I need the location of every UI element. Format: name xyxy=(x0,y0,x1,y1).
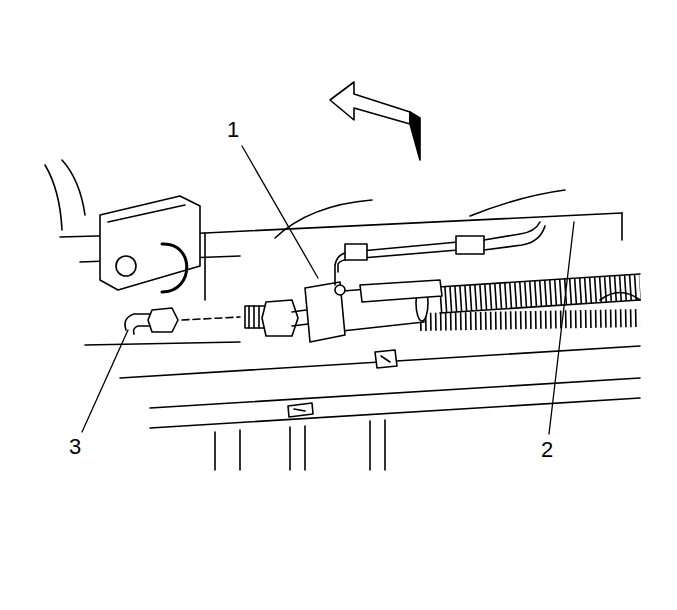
line-nut xyxy=(456,236,484,254)
inlet-fitting xyxy=(292,310,308,326)
body-edge xyxy=(62,160,85,215)
corrugated-hose xyxy=(438,274,640,313)
frame-rail xyxy=(85,342,240,345)
fuel-line xyxy=(125,314,150,334)
tank-edge xyxy=(470,190,565,216)
fuel-line xyxy=(335,242,458,285)
callout-number: 2 xyxy=(539,438,555,462)
direction-arrow xyxy=(330,82,410,124)
frame-rail xyxy=(150,398,640,428)
clip xyxy=(375,350,397,368)
callout-number: 3 xyxy=(67,435,83,459)
frame-rail xyxy=(120,346,640,378)
leader-line xyxy=(549,222,574,434)
callout-number: 1 xyxy=(225,118,241,142)
filter-fitting xyxy=(360,280,442,302)
thread xyxy=(249,306,259,328)
clip xyxy=(288,403,313,417)
bolt-head xyxy=(116,256,136,276)
leader-line xyxy=(242,146,318,278)
line-nut xyxy=(148,308,178,332)
hex-nut xyxy=(262,300,298,336)
crossmember xyxy=(215,420,385,470)
frame-rail xyxy=(621,213,623,240)
frame-rail xyxy=(150,378,640,408)
tank-edge xyxy=(275,200,372,238)
arrow-shadow xyxy=(410,112,420,160)
body-edge xyxy=(45,165,62,230)
fuel-line xyxy=(484,222,545,250)
filter-block xyxy=(305,282,345,342)
corrugated-hose xyxy=(440,287,640,300)
fitting-bolt xyxy=(335,285,345,295)
line-nut xyxy=(345,244,367,260)
u-bolt xyxy=(162,244,187,292)
assembly-line xyxy=(182,317,240,320)
leader-line xyxy=(82,330,128,432)
bracket xyxy=(108,205,185,222)
corrugated-hose xyxy=(420,318,640,322)
frame-rail xyxy=(204,233,206,300)
